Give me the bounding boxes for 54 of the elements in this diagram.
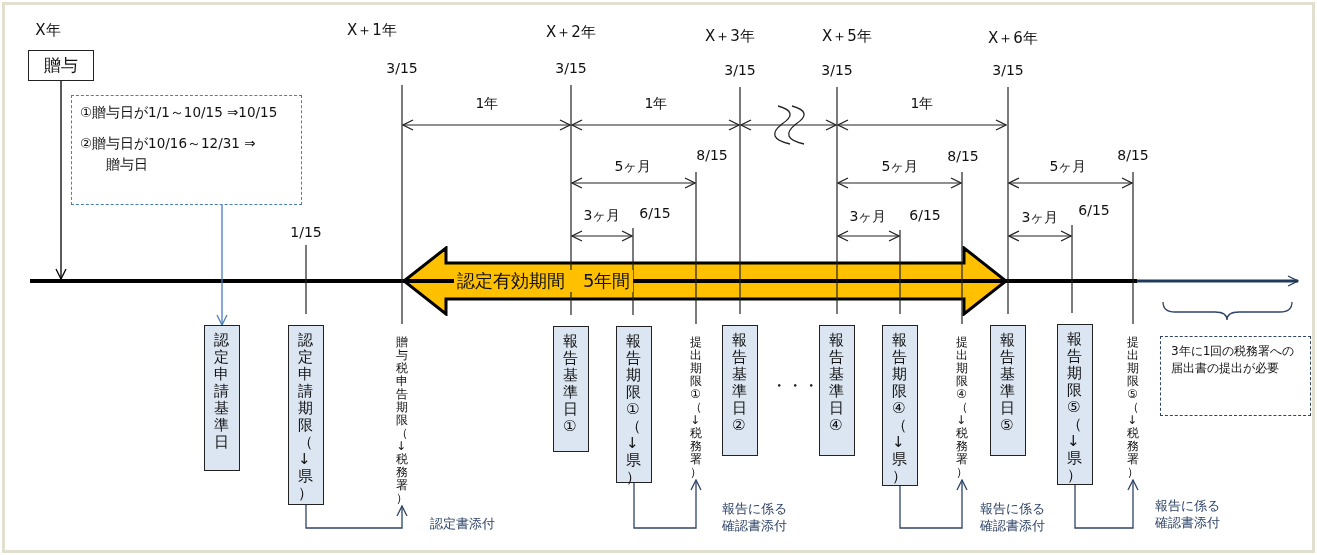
period-label: 認定有効期間 5年間 [454, 270, 634, 292]
milestone-box: 報告基準日⑤ [990, 325, 1026, 456]
arrow [899, 479, 968, 529]
timeline-label: 3/15 [386, 60, 418, 76]
timeline-label: 3/15 [724, 62, 756, 78]
arrow [216, 204, 228, 326]
timeline-label: X＋5年 [822, 28, 872, 44]
timeline-label: 5ヶ月 [1049, 158, 1087, 174]
timeline-label: 8/15 [696, 147, 728, 163]
timeline-label: 3/15 [821, 62, 853, 78]
timeline-label: X＋3年 [705, 28, 755, 44]
deadline-text: 提出期限①（↓税務署） [690, 336, 702, 479]
timeline-label: 6/15 [1078, 202, 1110, 218]
note-box [71, 95, 302, 205]
timeline-label: 6/15 [639, 205, 671, 221]
arrow [633, 479, 702, 529]
milestone-box: 報告基準日② [722, 325, 758, 456]
timeline-label: 1年 [475, 95, 499, 111]
milestone-box: 報告基準日① [553, 326, 589, 452]
timeline-label: 3/15 [555, 60, 587, 76]
milestone-box: 報告期限①（↓県） [616, 326, 652, 483]
timeline-label: 5ヶ月 [614, 158, 652, 174]
deadline-text: 提出期限⑤（↓税務署） [1127, 336, 1139, 479]
deadline-text: 贈与税申告期限（↓税務署） [396, 336, 408, 505]
milestone-box: 報告期限④（↓県） [882, 325, 918, 486]
milestone-box: 認定申請基準日 [204, 325, 240, 471]
timeline-label: X＋2年 [546, 24, 596, 40]
milestone-box: 報告基準日④ [819, 325, 855, 456]
timeline-label: 6/15 [909, 207, 941, 223]
timeline-label: 1/15 [290, 224, 322, 240]
deadline-text: 提出期限④（↓税務署） [956, 336, 968, 479]
timeline-label: X＋1年 [347, 22, 397, 38]
timeline-label: 3/15 [992, 62, 1024, 78]
arrow [55, 80, 67, 280]
milestone-box: 認定申請期限（↓県） [288, 325, 324, 505]
edge-label: 認定書添付 [430, 515, 495, 532]
note-text: ①贈与日が1/1～10/15 ⇒10/15 [80, 103, 279, 122]
timeline-label: 3ヶ月 [849, 208, 887, 224]
arrow [305, 504, 408, 529]
timeline-label: X＋6年 [988, 30, 1038, 46]
note-text: ②贈与日が10/16～12/31 ⇒贈与日 [80, 134, 257, 174]
timeline-label: 5ヶ月 [881, 158, 919, 174]
timeline-label: 1年 [910, 95, 934, 111]
ellipsis-text: ・・・ [771, 378, 819, 394]
edge-label: 報告に係る確認書添付 [980, 500, 1045, 534]
timeline-label: 8/15 [1117, 147, 1149, 163]
arrow [1074, 479, 1139, 529]
timeline-label: 3ヶ月 [583, 207, 621, 223]
event-box: 贈与 [28, 50, 94, 81]
timeline-label: 8/15 [947, 148, 979, 164]
milestone-box: 報告期限⑤（↓県） [1057, 324, 1093, 485]
timeline-label: 1年 [644, 95, 668, 111]
note-box: 3年に1回の税務署への届出書の提出が必要 [1160, 336, 1311, 416]
timeline-label: 3ヶ月 [1021, 209, 1059, 225]
